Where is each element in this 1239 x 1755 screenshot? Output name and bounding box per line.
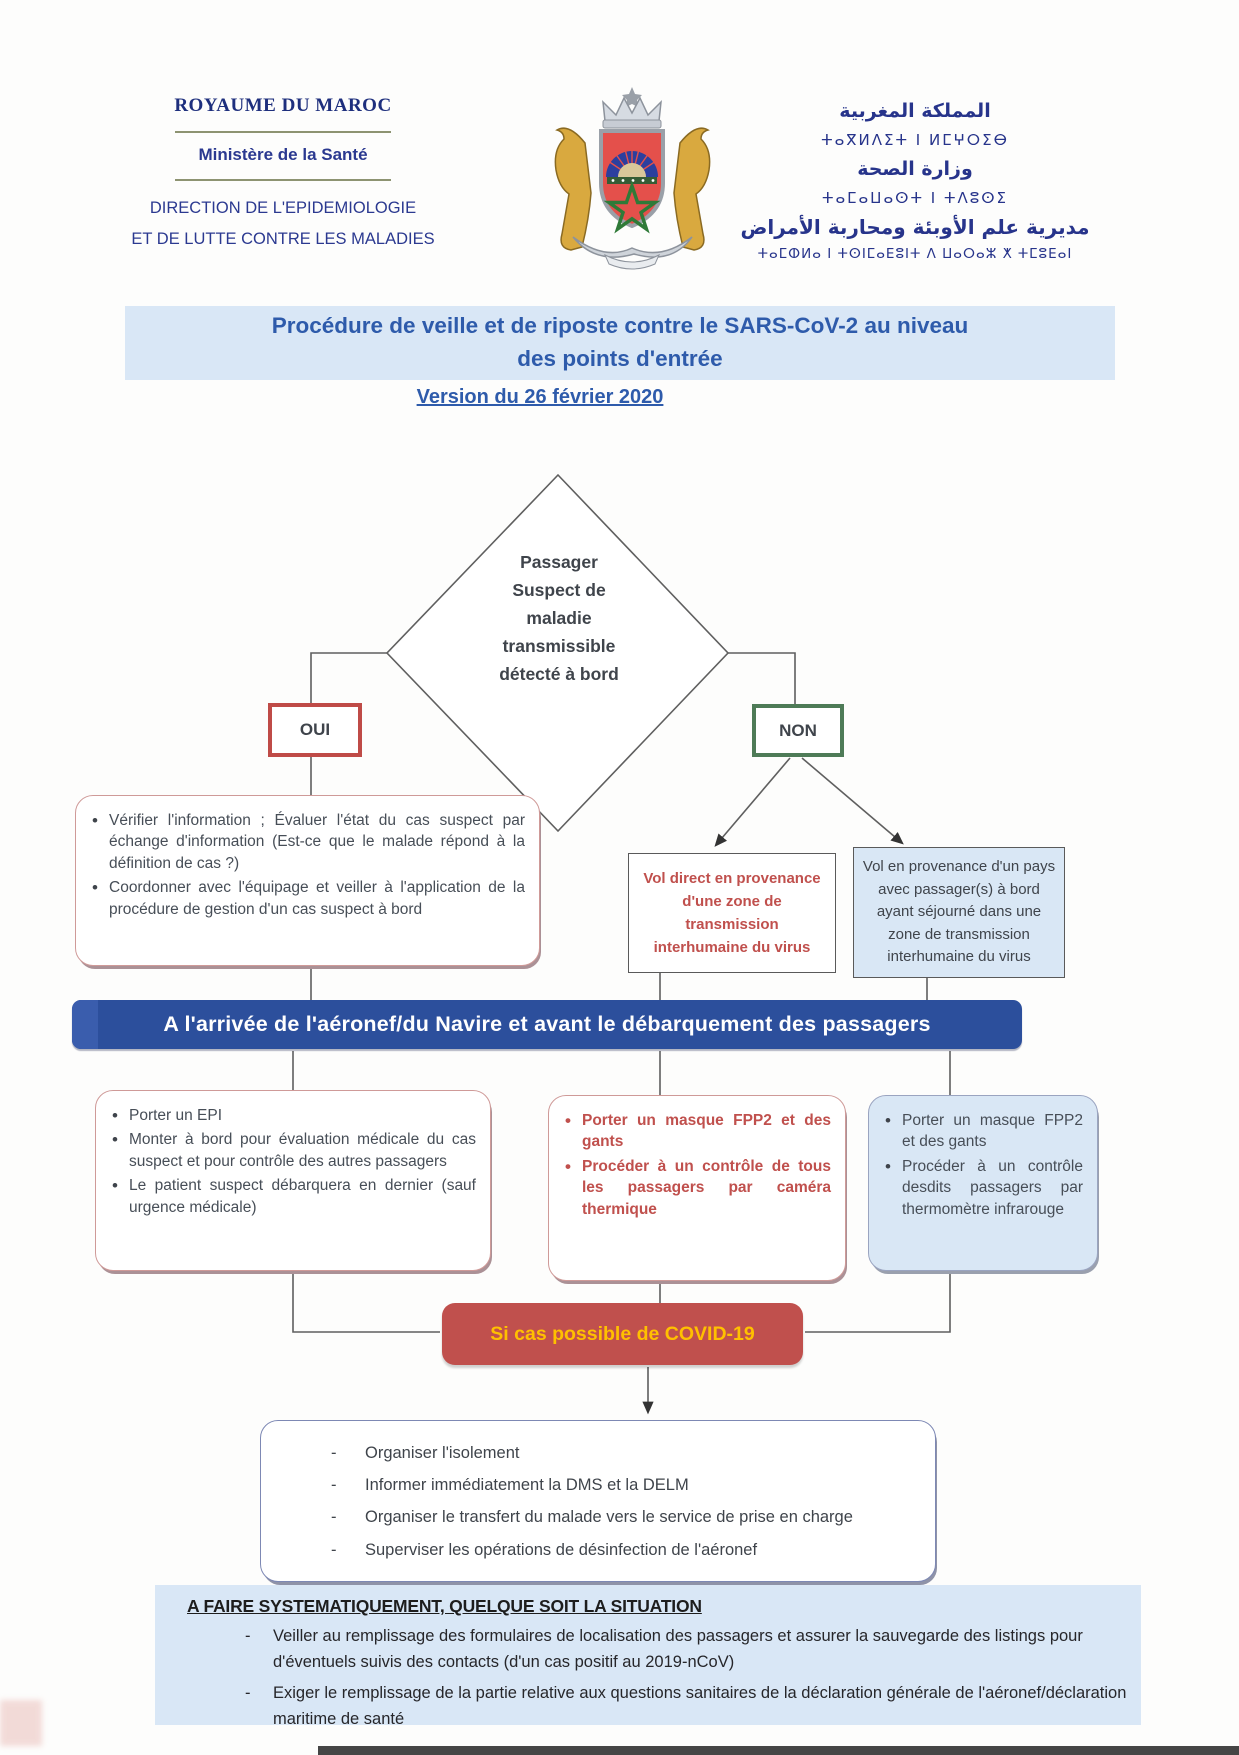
arabic-direction-title: مديرية علم الأوبئة ومحاربة الأمراض: [740, 215, 1090, 239]
tifinagh-ministry-title: ⵜⴰⵎⴰⵡⴰⵙⵜ ⵏ ⵜⴷⵓⵙⵉ: [821, 189, 1009, 207]
flight-from-country-box: Vol en provenance d'un pays avec passage…: [853, 847, 1065, 978]
covid-actions-box: Organiser l'isolement Informer immédiate…: [260, 1420, 936, 1582]
version-date: Version du 26 février 2020: [416, 386, 664, 408]
list-item: Le patient suspect débarquera en dernier…: [106, 1174, 476, 1218]
list-item: Coordonner avec l'équipage et veiller à …: [86, 876, 525, 920]
list-item: Organiser le transfert du malade vers le…: [331, 1501, 915, 1533]
header-right-block: المملكة المغربية ⵜⴰⴳⵍⴷⵉⵜ ⵏ ⵍⵎⵖⵔⵉⴱ وزارة …: [690, 100, 1140, 262]
yes-label-box: OUI: [268, 703, 362, 757]
covid-case-box: Si cas possible de COVID-19: [442, 1303, 803, 1365]
list-item: Procéder à un contrôle desdits passagers…: [879, 1155, 1083, 1220]
title-highlight-band: [125, 306, 1115, 380]
pentagram: [603, 180, 661, 234]
ribbon: [572, 236, 693, 258]
epi-measures-box: Porter un EPI Monter à bord pour évaluat…: [95, 1090, 491, 1271]
coat-of-arms: [545, 85, 720, 275]
list-item: Vérifier l'information ; Évaluer l'état …: [86, 809, 525, 874]
list-item: Porter un EPI: [106, 1104, 476, 1128]
no-label-box: NON: [752, 704, 844, 757]
tifinagh-kingdom-title: ⵜⴰⴳⵍⴷⵉⵜ ⵏ ⵍⵎⵖⵔⵉⴱ: [821, 131, 1009, 149]
ministry-title: Ministère de la Santé: [198, 145, 368, 164]
list-item: Porter un masque FPP2 et des gants: [559, 1109, 831, 1153]
arabic-kingdom-title: المملكة المغربية: [839, 100, 991, 122]
tifinagh-direction-title: ⵜⴰⵎⵀⵍⴰ ⵏ ⵜⵙⵏⵎⴰⴹⵓⵏⵜ ⴷ ⵡⴰⵔⴰⵣ ⵅ ⵜⵎⵓⴹⴰⵏ: [757, 246, 1073, 262]
list-item: Superviser les opérations de désinfectio…: [331, 1534, 915, 1566]
header-divider: [175, 179, 391, 181]
arabic-ministry-title: وزارة الصحة: [857, 158, 973, 180]
list-item: Organiser l'isolement: [331, 1437, 915, 1469]
decision-text: Passager Suspect de maladie transmissibl…: [499, 552, 619, 684]
systematic-actions-list: Veiller au remplissage des formulaires d…: [187, 1624, 1127, 1738]
list-item: Monter à bord pour évaluation médicale d…: [106, 1128, 476, 1172]
list-item: Porter un masque FPP2 et des gants: [879, 1109, 1083, 1153]
infrared-thermometer-measures-box: Porter un masque FPP2 et des gants Procé…: [868, 1095, 1098, 1271]
scan-artifact: [0, 1700, 42, 1746]
star-icon: [622, 87, 642, 107]
scan-edge-bar: [318, 1746, 1239, 1755]
header-left-block: ROYAUME DU MAROC Ministère de la Santé D…: [118, 95, 448, 256]
header-divider: [175, 131, 391, 133]
direction-title: DIRECTION DE L'EPIDEMIOLOGIE ET DE LUTTE…: [131, 199, 435, 249]
list-item: Procéder à un contrôle de tous les passa…: [559, 1155, 831, 1220]
kingdom-title: ROYAUME DU MAROC: [174, 95, 392, 116]
list-item: Informer immédiatement la DMS et la DELM: [331, 1469, 915, 1501]
verify-information-box: Vérifier l'information ; Évaluer l'état …: [75, 795, 540, 966]
banner-left-cap: [72, 1000, 98, 1049]
page-title: Procédure de veille et de riposte contre…: [271, 313, 969, 371]
list-item: Veiller au remplissage des formulaires d…: [245, 1624, 1127, 1675]
direct-flight-box: Vol direct en provenance d'une zone de t…: [628, 853, 836, 973]
thermal-camera-measures-box: Porter un masque FPP2 et des gants Procé…: [548, 1095, 846, 1281]
list-item: Exiger le remplissage de la partie relat…: [245, 1681, 1127, 1732]
lion-left: [554, 127, 592, 251]
systematic-actions-heading: A FAIRE SYSTEMATIQUEMENT, QUELQUE SOIT L…: [187, 1596, 702, 1616]
arrival-banner: A l'arrivée de l'aéronef/du Navire et av…: [72, 1000, 1022, 1049]
